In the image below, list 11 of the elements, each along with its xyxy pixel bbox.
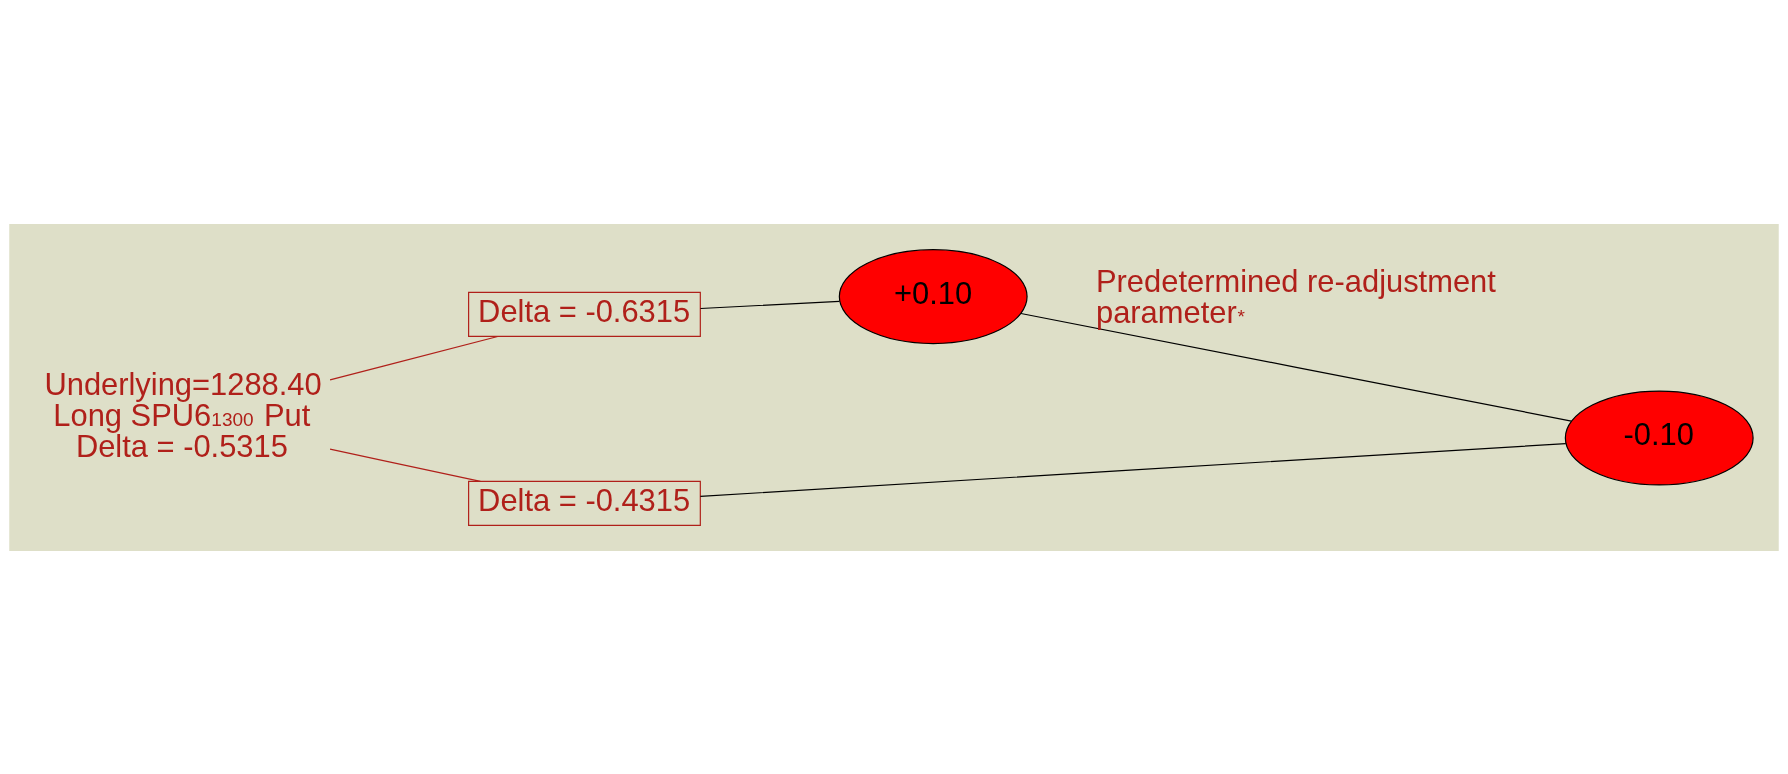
node-ellipse: -0.10 — [1564, 389, 1754, 486]
node-box: Delta = -0.6315 — [468, 291, 701, 337]
node-ellipse: +0.10 — [838, 248, 1028, 344]
edge-label: Predetermined re-adjustment parameter* — [1096, 263, 1496, 329]
node-text: Underlying=1288.40 Long SPU61300 Put Delta = -0.5315 — [44, 366, 322, 464]
connector — [699, 300, 840, 309]
connector — [329, 448, 482, 482]
node-box: Delta = -0.4315 — [468, 480, 701, 526]
connector — [329, 335, 499, 380]
connector — [699, 442, 1567, 497]
connector — [1020, 312, 1572, 422]
